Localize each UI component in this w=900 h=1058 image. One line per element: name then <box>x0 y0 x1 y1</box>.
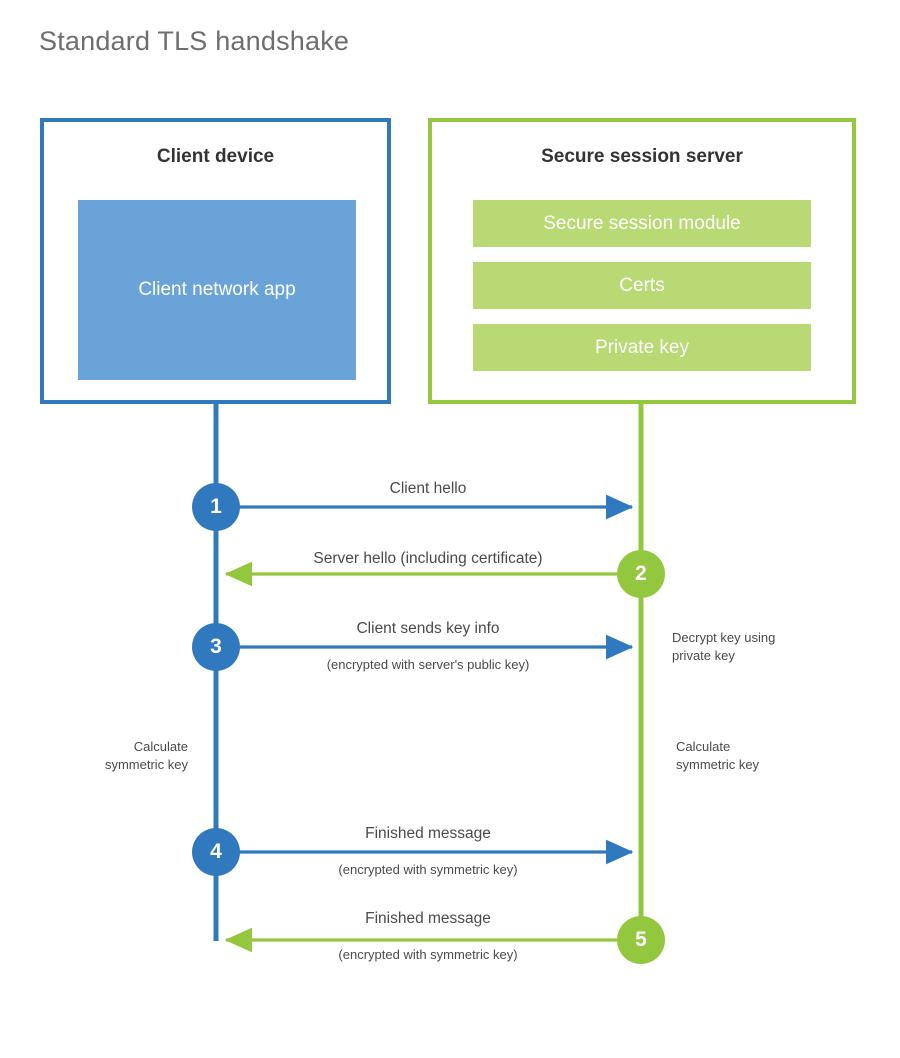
server-block-private-key: Private key <box>473 324 811 371</box>
server-block-secure-session-module: Secure session module <box>473 200 811 247</box>
client-device-title: Client device <box>156 146 275 167</box>
secure-session-server-title: Secure session server <box>541 146 743 167</box>
annotation-server-decrypt: Decrypt key using private key <box>672 630 776 664</box>
step-label-2: Server hello (including certificate) <box>313 550 543 567</box>
step-sublabel-4: (encrypted with symmetric key) <box>338 862 518 877</box>
step-label-1: Client hello <box>389 480 467 497</box>
page-title: Standard TLS handshake <box>39 26 350 56</box>
secure-session-server-box: Secure session server Secure session mod… <box>428 118 856 404</box>
step-label-4: Finished message <box>365 825 491 842</box>
step-label-3: Client sends key info <box>356 620 500 637</box>
step-badge-2[interactable]: 2 <box>617 550 665 598</box>
step-sublabel-3: (encrypted with server's public key) <box>326 657 530 672</box>
annotation-server-calculate: Calculate symmetric key <box>676 739 760 773</box>
client-device-box: Client device Client network app <box>40 118 391 404</box>
step-badge-5[interactable]: 5 <box>617 916 665 964</box>
client-network-app-block: Client network app <box>78 200 356 380</box>
step-badge-1[interactable]: 1 <box>192 483 240 531</box>
step-badge-4[interactable]: 4 <box>192 828 240 876</box>
step-sublabel-5: (encrypted with symmetric key) <box>338 947 518 962</box>
annotation-client-calculate: Calculate symmetric key <box>104 739 188 773</box>
step-label-5: Finished message <box>365 910 491 927</box>
server-block-certs: Certs <box>473 262 811 309</box>
step-badge-3[interactable]: 3 <box>192 623 240 671</box>
